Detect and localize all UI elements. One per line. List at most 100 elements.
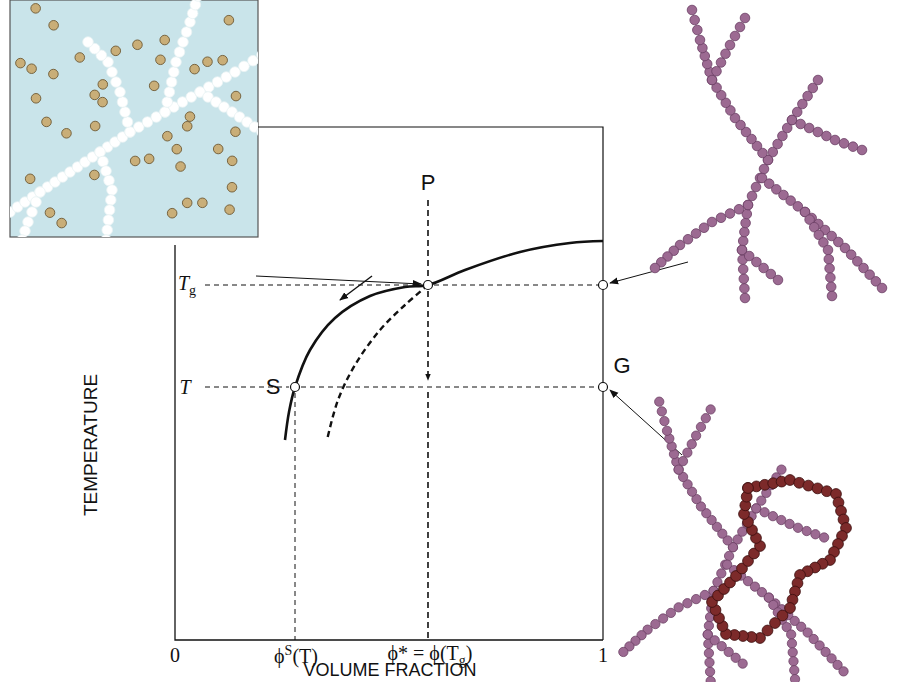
tan-particle (133, 40, 143, 50)
tan-particle (98, 80, 108, 90)
white-bead (120, 107, 131, 118)
curves (285, 241, 603, 440)
purple-bead (743, 200, 753, 210)
white-bead (31, 197, 42, 208)
label-text: T (178, 272, 189, 294)
purple-bead (848, 142, 858, 152)
tan-particle (16, 58, 26, 68)
purple-bead (811, 530, 820, 539)
label-text: TEMPERATURE (80, 374, 101, 516)
tan-particle (160, 35, 170, 45)
white-bead (166, 77, 177, 88)
tan-particle (225, 205, 235, 215)
purple-bead (706, 405, 715, 414)
tan-particle (231, 127, 241, 137)
white-bead (160, 107, 171, 118)
spinodal-curve (327, 285, 428, 440)
white-bead (101, 235, 112, 237)
purple-bead (655, 397, 664, 406)
purple-bead (691, 229, 701, 239)
white-bead (104, 205, 115, 216)
white-bead (95, 147, 106, 158)
label-text: g (189, 282, 196, 297)
label-text: P (421, 170, 436, 195)
purple-bead (683, 599, 692, 608)
purple-bead (705, 658, 714, 667)
tan-particle (42, 117, 52, 127)
branched-polymer (650, 5, 887, 303)
purple-bead (796, 119, 806, 129)
label-text: G (613, 353, 630, 378)
leader-arrow (610, 390, 682, 455)
purple-bead (785, 519, 794, 528)
axis-label: T (179, 377, 190, 397)
label-text: 1 (598, 644, 608, 666)
purple-bead (747, 191, 757, 201)
purple-bead (690, 15, 700, 25)
purple-bead (787, 115, 797, 125)
phis-guide (295, 393, 296, 640)
tan-particle (231, 91, 241, 101)
quench-line (427, 200, 429, 279)
tan-particle (111, 46, 121, 56)
purple-bead (660, 416, 669, 425)
white-bead (125, 127, 136, 138)
tan-particle (45, 208, 55, 218)
purple-bead (658, 614, 667, 623)
tan-particle (49, 20, 59, 30)
label-text: g (459, 652, 466, 667)
purple-bead (740, 293, 750, 303)
branched-polymer (619, 397, 849, 682)
axis-label: Tg (178, 273, 196, 298)
white-bead (95, 147, 106, 158)
purple-bead (813, 75, 823, 85)
tan-particle (62, 128, 72, 138)
purple-bead (691, 431, 700, 440)
purple-bead (789, 657, 798, 666)
purple-bead (740, 284, 750, 294)
white-bead (107, 185, 118, 196)
purple-bead (751, 182, 761, 192)
purple-bead (740, 13, 750, 23)
white-bead (257, 50, 258, 61)
purple-bead (826, 273, 836, 283)
purple-bead (804, 123, 814, 133)
tan-particle (90, 90, 100, 100)
purple-bead (707, 217, 717, 227)
white-bead (27, 207, 38, 218)
purple-bead (683, 234, 693, 244)
purple-bead (725, 40, 735, 50)
label-text: ϕ (274, 645, 285, 667)
tan-particle (224, 15, 234, 25)
axis-label: G (613, 355, 630, 377)
purple-bead (777, 515, 786, 524)
tan-particle (218, 55, 228, 65)
tan-particle (198, 198, 208, 208)
purple-bead (787, 639, 796, 648)
purple-bead (651, 619, 660, 628)
label-text: ) (466, 642, 473, 664)
axis-label: VOLUME FRACTION (303, 661, 476, 679)
purple-bead (773, 275, 783, 285)
tan-particle (176, 162, 186, 172)
white-bead (106, 195, 117, 206)
purple-bead (650, 263, 660, 273)
purple-bead (739, 274, 749, 284)
inset-box (10, 0, 258, 237)
point-marker (599, 281, 608, 290)
white-bead (181, 27, 192, 38)
purple-bead (787, 115, 797, 125)
axis-label: TEMPERATURE (81, 374, 100, 516)
tan-particle (172, 144, 182, 154)
tan-particle (90, 170, 100, 180)
white-bead (178, 37, 189, 48)
purple-bead (705, 667, 714, 676)
tan-particle (49, 69, 59, 79)
purple-bead (674, 465, 683, 474)
tan-particle (75, 53, 85, 63)
purple-bead (674, 465, 683, 474)
purple-bead (787, 630, 796, 639)
purple-bead (824, 254, 834, 264)
purple-bead (738, 659, 747, 668)
